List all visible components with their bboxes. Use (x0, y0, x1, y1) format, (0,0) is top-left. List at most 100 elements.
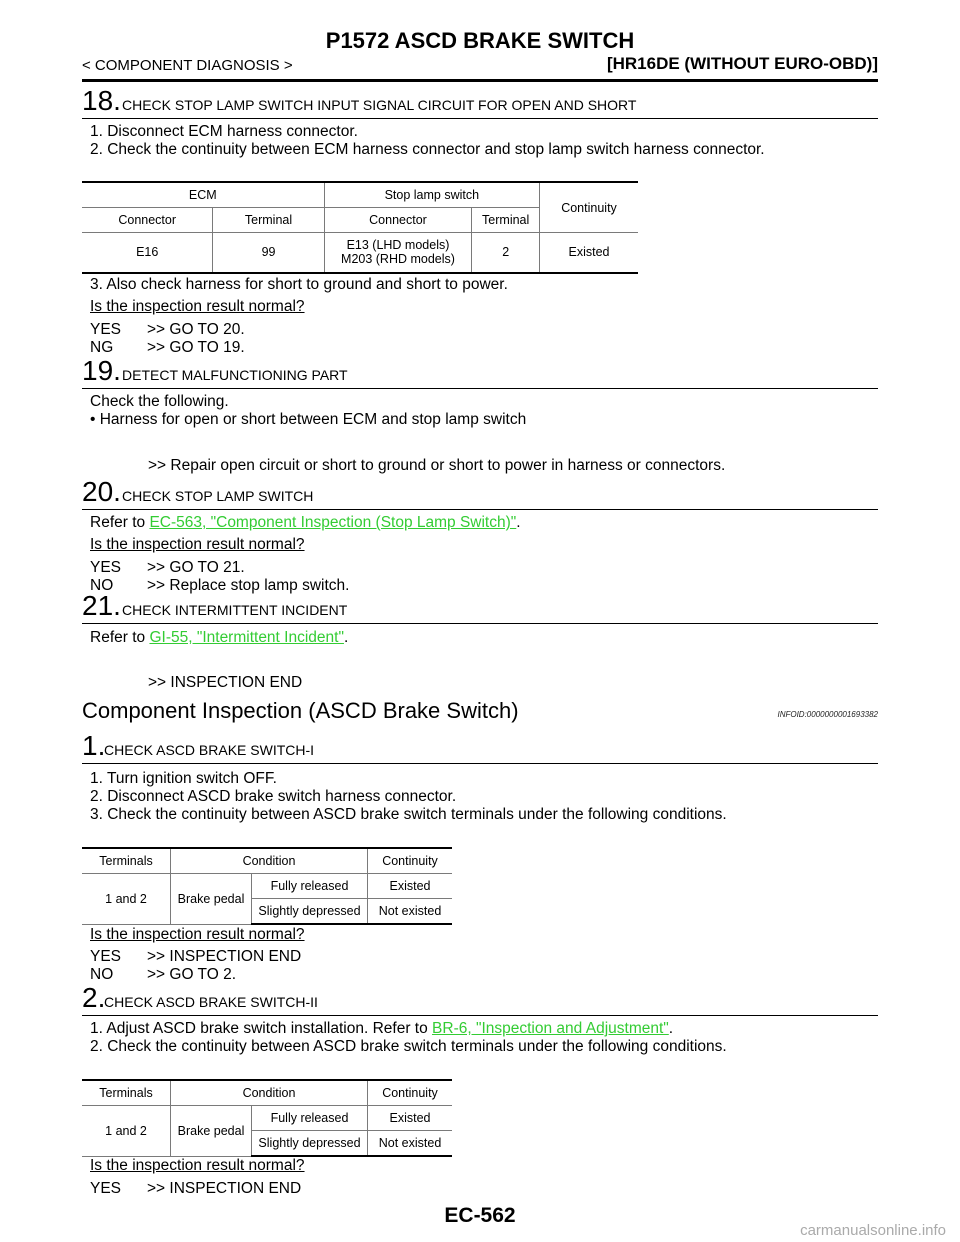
table-header: Stop lamp switch (323, 181, 541, 208)
answer-value: >> GO TO 2. (147, 966, 237, 983)
step-number: 1. (82, 730, 106, 761)
header-divider (82, 79, 878, 82)
table-cell: 1 and 2 (82, 1105, 171, 1157)
table-header: Condition (170, 847, 368, 874)
step-title: CHECK INTERMITTENT INCIDENT (122, 602, 348, 618)
engine-label: [HR16DE (WITHOUT EURO-OBD)] (606, 54, 878, 73)
instruction-line: 2. Disconnect ASCD brake switch harness … (90, 788, 457, 805)
answer-yes: YES >> GO TO 21. (90, 559, 245, 577)
step-result: >> INSPECTION END (148, 674, 303, 691)
answer-value: >> GO TO 20. (147, 321, 245, 338)
answer-yes: YES>> INSPECTION END (90, 948, 301, 966)
info-id: INFOID:0000000001693382 (777, 710, 878, 719)
instruction-line: Check the following. (90, 393, 229, 410)
reference-link-br-6[interactable]: BR-6, "Inspection and Adjustment" (432, 1020, 669, 1037)
table-header: Connector (323, 207, 473, 233)
step-18-heading: 18. CHECK STOP LAMP SWITCH INPUT SIGNAL … (82, 85, 878, 119)
table-header: Terminal (471, 207, 540, 233)
reference-link-ec-563[interactable]: EC-563, "Component Inspection (Stop Lamp… (149, 514, 517, 531)
table-cell: 99 (212, 232, 325, 274)
step-title: CHECK STOP LAMP SWITCH (122, 488, 314, 504)
table-cell: Existed (539, 232, 638, 274)
table-cell-line: E13 (LHD models) (346, 238, 450, 253)
step-number: 20. (82, 476, 121, 507)
table-cell: Existed (367, 1105, 452, 1131)
answer-value: >> Replace stop lamp switch. (147, 577, 350, 594)
table-cell-line: M203 (RHD models) (341, 252, 455, 267)
table-cell: Not existed (367, 1130, 452, 1157)
instruction-line: 2. Check the continuity between ASCD bra… (90, 1038, 727, 1055)
answer-yes: YES >> GO TO 20. (90, 321, 245, 339)
step-20-heading: 20. CHECK STOP LAMP SWITCH (82, 476, 878, 510)
answer-key: NO (90, 966, 114, 983)
answer-key: NO (90, 577, 114, 594)
step-title: CHECK ASCD BRAKE SWITCH-I (104, 742, 315, 758)
step-title: DETECT MALFUNCTIONING PART (122, 367, 348, 383)
reference-link-gi-55[interactable]: GI-55, "Intermittent Incident" (149, 629, 344, 646)
result-question: Is the inspection result normal? (90, 926, 305, 943)
answer-value: >> INSPECTION END (147, 948, 302, 965)
reference-suffix: . (343, 629, 349, 646)
table-header: Terminal (212, 207, 325, 233)
result-question: Is the inspection result normal? (90, 536, 305, 553)
instruction-line: 2. Check the continuity between ECM harn… (90, 141, 765, 158)
table-header: Connector (82, 207, 214, 233)
section-heading: Component Inspection (ASCD Brake Switch) (82, 698, 519, 723)
watermark: carmanualsonline.info (800, 1222, 946, 1239)
step-number: 19. (82, 355, 121, 386)
step-19-heading: 19. DETECT MALFUNCTIONING PART (82, 355, 878, 389)
reference-prefix: Refer to (90, 629, 150, 646)
table-cell: Slightly depressed (251, 1130, 368, 1157)
answer-key: NG (90, 339, 114, 356)
table-header: Continuity (539, 181, 638, 233)
table-cell: Existed (367, 873, 452, 899)
step-number: 2. (82, 982, 106, 1013)
table-cell: Not existed (367, 898, 452, 925)
table-header: Condition (170, 1079, 368, 1106)
answer-key: YES (90, 559, 122, 576)
instruction-line: 1. Turn ignition switch OFF. (90, 770, 277, 787)
page-number: EC-562 (444, 1204, 516, 1227)
table-cell: E13 (LHD models) M203 (RHD models) (323, 232, 473, 274)
step-result: >> Repair open circuit or short to groun… (148, 457, 726, 474)
table-header: Continuity (367, 1079, 452, 1106)
answer-value: >> INSPECTION END (147, 1180, 302, 1197)
table-header: Terminals (82, 1079, 171, 1106)
answer-key: YES (90, 1180, 122, 1197)
table-cell: Fully released (251, 1105, 368, 1131)
step-number: 21. (82, 590, 121, 621)
answer-value: >> GO TO 19. (147, 339, 245, 356)
step-21-heading: 21. CHECK INTERMITTENT INCIDENT (82, 590, 878, 624)
step-number: 18. (82, 85, 121, 116)
instruction-text: 1. Adjust ASCD brake switch installation… (90, 1020, 433, 1037)
reference-prefix: Refer to (90, 514, 150, 531)
check-1-heading: 1. CHECK ASCD BRAKE SWITCH-I (82, 730, 878, 764)
continuity-table-ecm: ECM Stop lamp switch Continuity Connecto… (82, 181, 638, 274)
continuity-table-switch-i: Terminals Condition Continuity 1 and 2 B… (82, 847, 452, 925)
component-inspection-heading: Component Inspection (ASCD Brake Switch)… (82, 698, 878, 728)
answer-ng: NG >> GO TO 19. (90, 339, 245, 357)
instruction-line: 1. Disconnect ECM harness connector. (90, 123, 358, 140)
table-cell: Fully released (251, 873, 368, 899)
result-question: Is the inspection result normal? (90, 1157, 305, 1174)
reference-suffix: . (668, 1020, 674, 1037)
continuity-table-switch-ii: Terminals Condition Continuity 1 and 2 B… (82, 1079, 452, 1157)
reference-line: Refer to GI-55, "Intermittent Incident". (90, 629, 348, 647)
table-cell: Brake pedal (170, 1105, 252, 1157)
answer-no: NO >> GO TO 2. (90, 966, 236, 984)
answer-yes: YES >> INSPECTION END (90, 1180, 301, 1198)
result-question: Is the inspection result normal? (90, 298, 305, 315)
section-label: < COMPONENT DIAGNOSIS > (82, 57, 293, 74)
page-title: P1572 ASCD BRAKE SWITCH (325, 28, 635, 53)
table-cell: E16 (82, 232, 214, 274)
instruction-line: 3. Also check harness for short to groun… (90, 276, 508, 293)
table-header: ECM (82, 181, 325, 208)
table-cell: 2 (471, 232, 540, 274)
answer-key: YES (90, 321, 122, 338)
table-cell: Slightly depressed (251, 898, 368, 925)
answer-value: >> GO TO 21. (147, 559, 245, 576)
table-header: Continuity (367, 847, 452, 874)
check-2-heading: 2. CHECK ASCD BRAKE SWITCH-II (82, 982, 878, 1016)
instruction-line: 1. Adjust ASCD brake switch installation… (90, 1020, 673, 1038)
